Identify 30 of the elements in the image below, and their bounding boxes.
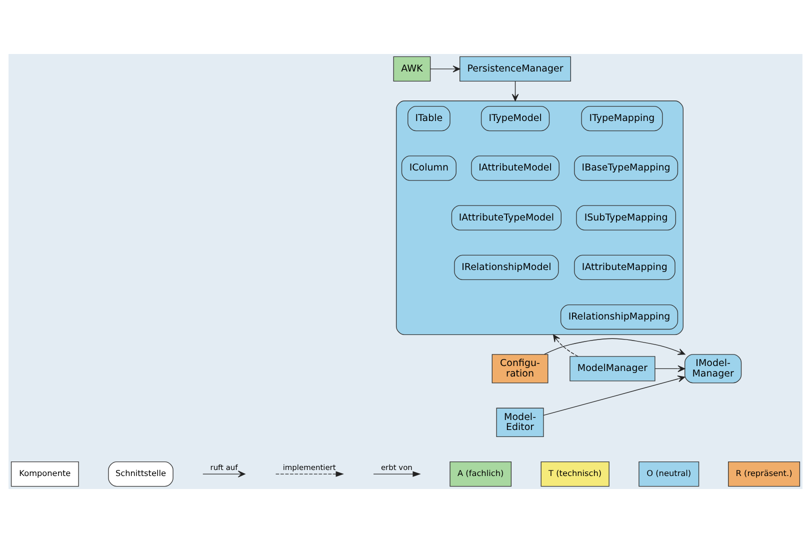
arrow (543, 375, 686, 416)
node-box: ISubTypeMapping (576, 204, 676, 230)
node-box: IAttributeMapping (574, 254, 676, 280)
arrow (430, 65, 460, 72)
node-box: IColumn (401, 155, 456, 180)
node-box: ModelManager (570, 356, 656, 381)
node-box: IRelationshipMapping (560, 304, 678, 330)
node-box: AWK (393, 56, 431, 82)
node-box: ITypeModel (480, 106, 550, 131)
node-box: IAttributeTypeModel (451, 204, 562, 230)
arrow (544, 338, 686, 354)
arrow (654, 364, 686, 372)
node-box: IAttributeModel (471, 155, 560, 180)
legend-label: Schnittstelle (115, 468, 166, 478)
legend-label: T (technisch) (548, 468, 602, 478)
legend-label: A (fachlich) (458, 468, 504, 478)
node-box: PersistenceManager (460, 56, 571, 82)
node-box: IModel- Manager (684, 354, 742, 383)
node-box: IBaseTypeMapping (574, 155, 678, 180)
node-box: ITypeMapping (581, 106, 663, 131)
arrow (553, 334, 578, 356)
node-box: ITable (408, 106, 450, 131)
node-box: IRelationshipModel (454, 254, 559, 280)
node-box: Model- Editor (496, 407, 544, 436)
node-box: Configu- ration (492, 354, 548, 383)
legend-label: R (repräsent.) (736, 468, 792, 478)
cluster (396, 100, 684, 335)
arrow (512, 80, 519, 101)
legend-label: Komponente (19, 468, 71, 478)
legend-label: O (neutral) (646, 468, 692, 478)
